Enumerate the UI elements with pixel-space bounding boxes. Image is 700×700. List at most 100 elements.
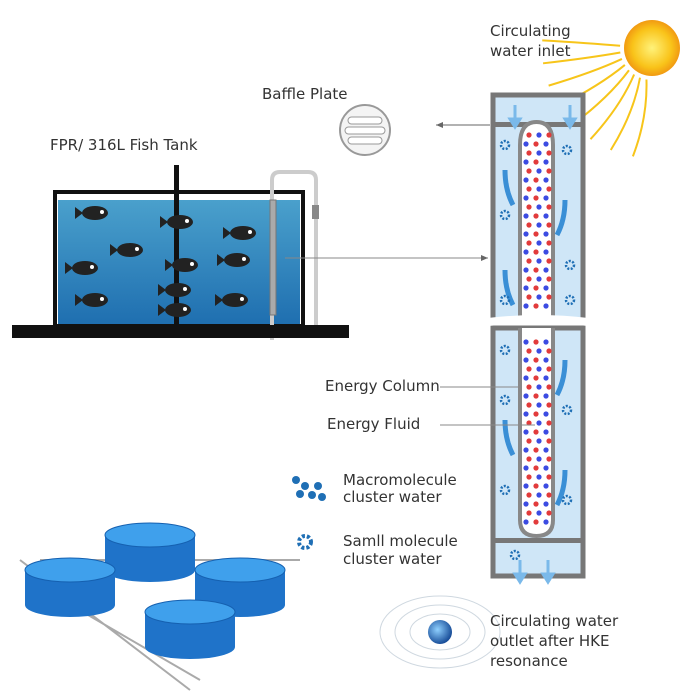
fluid-particle	[536, 402, 542, 408]
fluid-particle	[523, 195, 529, 201]
fluid-particle	[543, 195, 549, 201]
fish-body	[167, 215, 193, 229]
fluid-particle	[543, 141, 549, 147]
fluid-particle	[546, 348, 552, 354]
fish-eye	[190, 262, 194, 266]
energy-column-label: Energy Column	[325, 377, 440, 395]
sun-ray	[631, 79, 648, 157]
fish-body	[224, 253, 250, 267]
fluid-particle	[523, 375, 529, 381]
fish-tail	[75, 294, 83, 306]
fluid-particle	[523, 501, 529, 507]
fluid-particle	[543, 303, 549, 309]
fluid-particle	[536, 222, 542, 228]
fluid-particle	[536, 456, 542, 462]
round-tank-body	[25, 570, 115, 617]
flow-arrow	[502, 169, 516, 207]
fluid-particle	[546, 168, 552, 174]
fish-tank	[12, 165, 349, 340]
fluid-particle	[543, 267, 549, 273]
fluid-particle	[543, 393, 549, 399]
fluid-particle	[543, 339, 549, 345]
fluid-particle	[546, 150, 552, 156]
fluid-particle	[526, 402, 532, 408]
cluster-molecule	[509, 549, 521, 561]
outlet-label-3: resonance	[490, 652, 568, 670]
fluid-particle	[533, 375, 539, 381]
fluid-particle	[543, 501, 549, 507]
fish-eye	[248, 230, 252, 234]
fluid-particle	[526, 276, 532, 282]
fluid-particle	[543, 357, 549, 363]
fluid-particle	[523, 465, 529, 471]
fish-icon	[158, 283, 191, 297]
fluid-particle	[526, 258, 532, 264]
fluid-particle	[533, 141, 539, 147]
fluid-particle	[536, 186, 542, 192]
fluid-particle	[543, 465, 549, 471]
fish-body	[165, 283, 191, 297]
fluid-particle	[536, 132, 542, 138]
fluid-particle	[536, 438, 542, 444]
fluid-particle	[546, 258, 552, 264]
fluid-particle	[543, 429, 549, 435]
fluid-particle	[536, 384, 542, 390]
flow-arrow	[554, 199, 568, 237]
fish-eye	[90, 265, 94, 269]
cluster-molecule	[499, 139, 511, 151]
macromolecule-label-1: Macromolecule	[343, 471, 457, 489]
fish-icon	[160, 215, 193, 229]
fluid-particle	[526, 132, 532, 138]
fluid-particle	[523, 303, 529, 309]
fluid-particle	[543, 375, 549, 381]
fluid-particle	[526, 204, 532, 210]
fluid-particle	[546, 384, 552, 390]
fish-tail	[160, 216, 168, 228]
round-tank-top	[104, 522, 196, 548]
fluid-particle	[533, 447, 539, 453]
fish-body	[82, 206, 108, 220]
fluid-particle	[533, 465, 539, 471]
fluid-particle	[533, 213, 539, 219]
flow-arrow	[554, 469, 568, 507]
fluid-particle	[546, 420, 552, 426]
fluid-particle	[523, 213, 529, 219]
sun-ray	[609, 77, 641, 151]
round-tank	[104, 522, 196, 582]
fish-icon	[75, 206, 108, 220]
fluid-particle	[536, 204, 542, 210]
fluid-particle	[533, 231, 539, 237]
fluid-particle	[526, 492, 532, 498]
small-molecule-label-2: cluster water	[343, 550, 442, 568]
fluid-particle	[533, 519, 539, 525]
fluid-particle	[536, 366, 542, 372]
round-tank-top	[194, 557, 286, 583]
inlet-label-2: water inlet	[490, 42, 571, 60]
fluid-particle	[533, 501, 539, 507]
fluid-particle	[546, 276, 552, 282]
fish-tail	[75, 207, 83, 219]
cluster-molecule	[561, 144, 573, 156]
fluid-particle	[546, 492, 552, 498]
fluid-particle	[536, 420, 542, 426]
fluid-particle	[543, 159, 549, 165]
fish-tail	[165, 259, 173, 271]
fluid-particle	[533, 303, 539, 309]
fluid-particle	[546, 438, 552, 444]
fluid-particle	[546, 186, 552, 192]
fluid-particle	[536, 294, 542, 300]
fluid-particle	[543, 249, 549, 255]
fluid-particle	[526, 366, 532, 372]
fluid-particle	[523, 483, 529, 489]
fluid-particle	[543, 411, 549, 417]
fluid-particle	[523, 393, 529, 399]
fish-icon	[158, 303, 191, 317]
fluid-particle	[533, 429, 539, 435]
fluid-particle	[543, 483, 549, 489]
round-tank-top	[144, 599, 236, 625]
baffle-plate-label: Baffle Plate	[262, 85, 348, 103]
fluid-particle	[533, 357, 539, 363]
fluid-particle	[526, 348, 532, 354]
flow-arrow	[502, 419, 516, 457]
fluid-particle	[526, 240, 532, 246]
